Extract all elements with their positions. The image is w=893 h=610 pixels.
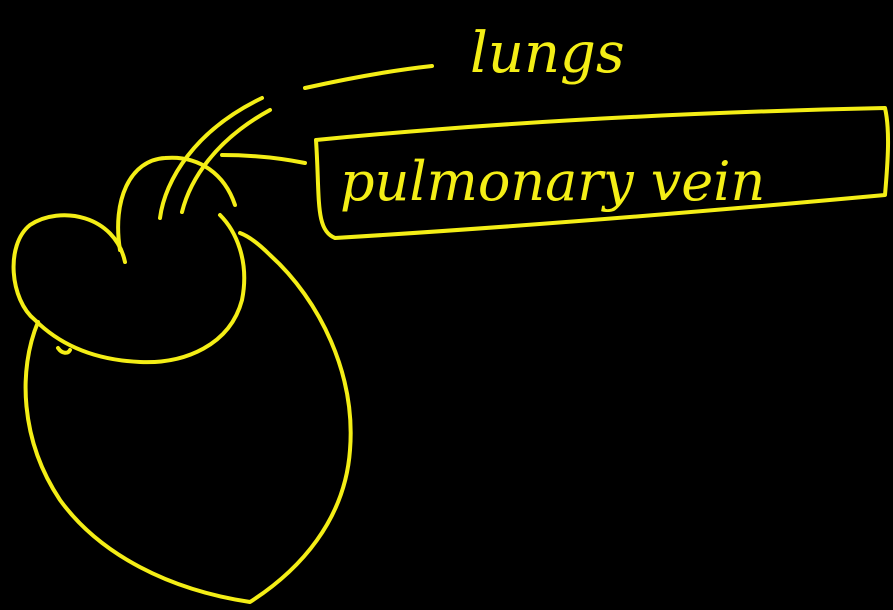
pulmonary-vein-label: pulmonary vein [340, 150, 765, 213]
lungs-label: lungs [470, 21, 625, 86]
ventricle-outline [26, 233, 351, 602]
lungs-pointer-line [305, 66, 432, 88]
notch-mark [58, 348, 70, 353]
vein-pointer-line [222, 155, 305, 163]
left-lobe-outline [14, 215, 245, 362]
